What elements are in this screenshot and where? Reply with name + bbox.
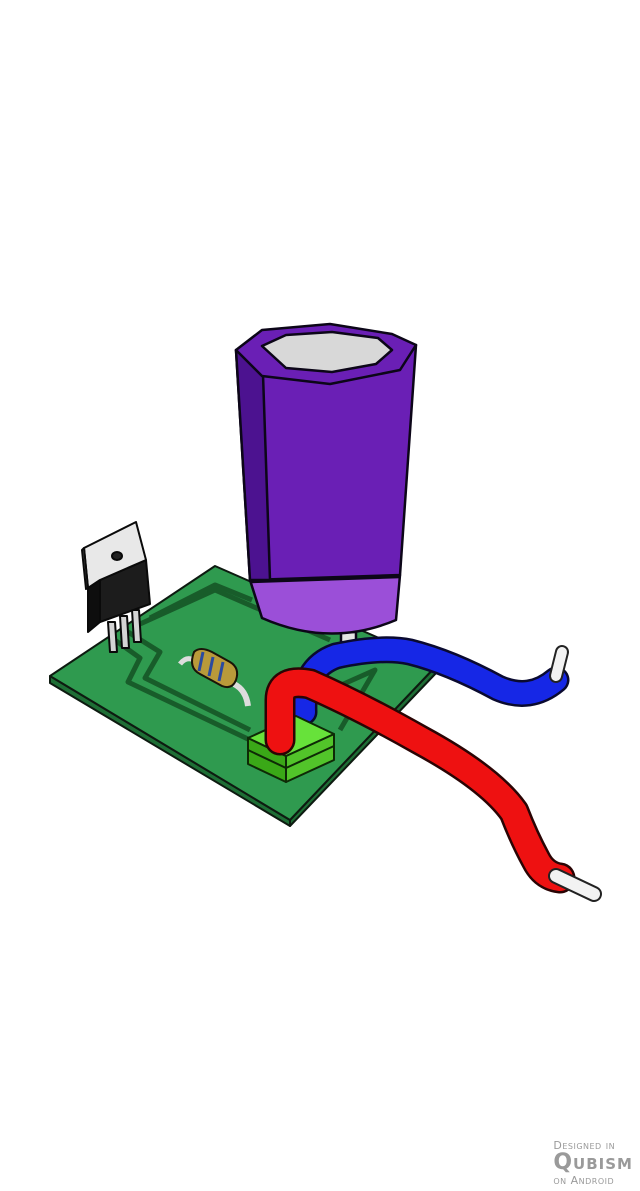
red-wire-fill xyxy=(267,669,573,891)
capacitor[interactable] xyxy=(234,322,418,660)
resistor[interactable] xyxy=(178,648,251,707)
connector-seam xyxy=(247,749,287,769)
capacitor-band xyxy=(248,573,402,635)
watermark-line1: Designed in xyxy=(553,1139,616,1152)
watermark-line3: on Android xyxy=(553,1174,615,1187)
transistor-tab-edge xyxy=(81,547,89,590)
resistor-bands xyxy=(197,651,225,682)
resistor-body xyxy=(191,648,239,689)
capacitor-top xyxy=(260,330,394,374)
connector-seam-side xyxy=(285,745,335,769)
transistor[interactable] xyxy=(81,521,151,653)
watermark-app-name: Qubism xyxy=(553,1150,633,1175)
app-watermark: Designed in Qubism on Android xyxy=(553,1140,633,1186)
red-wire-tip-fill xyxy=(550,870,600,900)
red-wire[interactable] xyxy=(264,667,602,902)
blue-wire[interactable] xyxy=(290,636,570,726)
transistor-legs xyxy=(107,609,142,653)
resistor-lead-right xyxy=(232,681,251,707)
blue-wire-fill xyxy=(292,638,567,723)
capacitor-band-line xyxy=(249,575,401,584)
blue-wire-tip-fill xyxy=(551,647,567,681)
mounting-hole xyxy=(111,551,123,561)
